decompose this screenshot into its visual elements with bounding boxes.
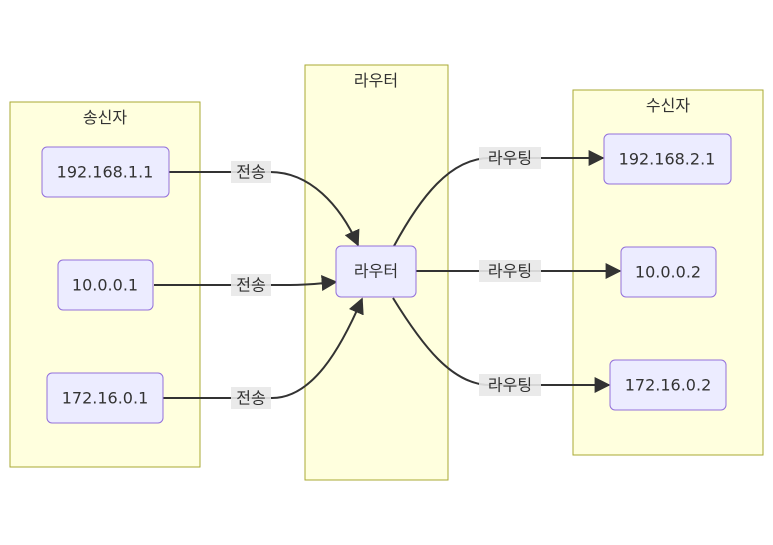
cluster-sender-title: 송신자 xyxy=(83,108,127,127)
node-label: 10.0.0.2 xyxy=(635,263,701,282)
node-sender-1[interactable]: 192.168.1.1 xyxy=(41,146,170,198)
edge-label-sender-3: 전송 xyxy=(231,387,271,409)
node-label: 라우터 xyxy=(354,262,398,281)
node-receiver-1[interactable]: 192.168.2.1 xyxy=(603,133,732,185)
cluster-router: 라우터 xyxy=(304,64,449,481)
edge-label-text: 전송 xyxy=(236,276,265,295)
edge-label-text: 라우팅 xyxy=(488,376,532,395)
edge-label-text: 라우팅 xyxy=(488,262,532,281)
node-label: 192.168.2.1 xyxy=(619,150,716,169)
node-receiver-3[interactable]: 172.16.0.2 xyxy=(609,359,727,411)
cluster-receiver-title: 수신자 xyxy=(646,96,690,115)
edge-label-receiver-3: 라우팅 xyxy=(479,374,541,396)
node-label: 192.168.1.1 xyxy=(57,163,154,182)
edge-label-sender-2: 전송 xyxy=(231,274,271,296)
edge-label-text: 전송 xyxy=(236,163,265,182)
edge-sender-2-to-router xyxy=(154,275,338,292)
edge-label-text: 전송 xyxy=(236,389,265,408)
edge-sender-1-to-router xyxy=(169,171,360,247)
node-sender-3[interactable]: 172.16.0.1 xyxy=(46,372,164,424)
edge-label-receiver-1: 라우팅 xyxy=(479,147,541,169)
edge-label-sender-1: 전송 xyxy=(231,161,271,183)
edge-sender-3-to-router xyxy=(163,297,364,399)
node-label: 172.16.0.1 xyxy=(62,389,149,408)
cluster-router-title: 라우터 xyxy=(354,71,398,90)
node-router[interactable]: 라우터 xyxy=(335,245,417,298)
edge-label-text: 라우팅 xyxy=(488,149,532,168)
node-sender-2[interactable]: 10.0.0.1 xyxy=(57,259,154,311)
edge-label-receiver-2: 라우팅 xyxy=(479,260,541,282)
node-label: 172.16.0.2 xyxy=(625,376,712,395)
node-receiver-2[interactable]: 10.0.0.2 xyxy=(620,246,717,298)
node-label: 10.0.0.1 xyxy=(72,276,138,295)
